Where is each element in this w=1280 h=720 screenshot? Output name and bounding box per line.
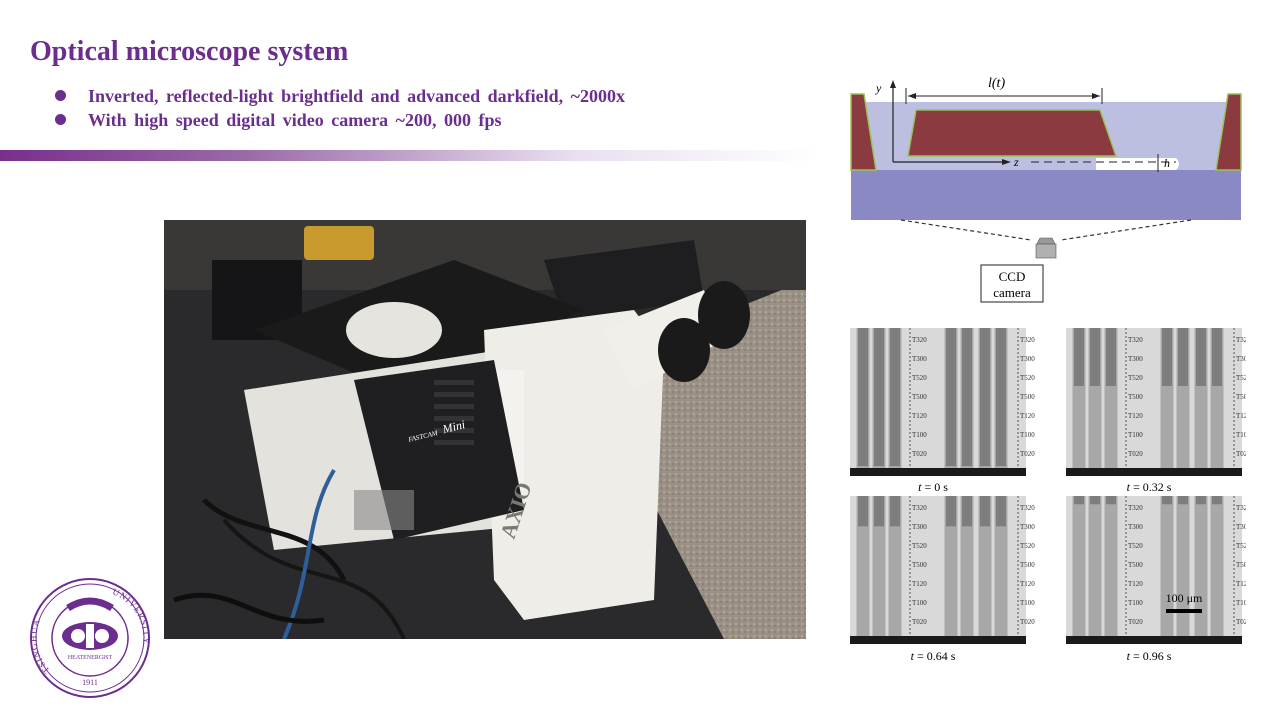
svg-text:T100: T100: [1020, 431, 1035, 439]
svg-text:T020: T020: [1128, 618, 1143, 626]
svg-text:T120: T120: [1128, 580, 1143, 588]
svg-text:T320: T320: [912, 504, 927, 512]
time-label-3: t = 0.96 s: [1127, 649, 1172, 663]
svg-text:T500: T500: [1128, 393, 1143, 401]
svg-text:T300: T300: [912, 355, 927, 363]
svg-text:T500: T500: [1236, 393, 1246, 401]
svg-text:T020: T020: [912, 450, 927, 458]
svg-text:T020: T020: [1128, 450, 1143, 458]
svg-text:T300: T300: [1020, 523, 1035, 531]
logo-emblem-icon: [62, 622, 118, 650]
svg-text:T120: T120: [1236, 412, 1246, 420]
svg-text:T520: T520: [1020, 542, 1035, 550]
svg-text:T120: T120: [912, 580, 927, 588]
scale-bar-label: 100 μm: [1166, 591, 1203, 605]
bullet-text: With high speed digital video camera ~20…: [88, 110, 502, 130]
frame-sequence: T320T300T520T500T120T100T020T320T300T520…: [850, 328, 1246, 663]
title-divider: [0, 150, 820, 161]
svg-text:T520: T520: [912, 542, 927, 550]
bullet-dot-icon: [55, 90, 66, 101]
svg-text:T500: T500: [912, 561, 927, 569]
svg-text:T300: T300: [1236, 355, 1246, 363]
svg-text:T520: T520: [1128, 374, 1143, 382]
svg-text:T320: T320: [1128, 504, 1143, 512]
svg-text:T300: T300: [1128, 523, 1143, 531]
bullet-item: With high speed digital video camera ~20…: [55, 108, 625, 132]
svg-text:T120: T120: [1020, 580, 1035, 588]
svg-text:T520: T520: [912, 374, 927, 382]
scale-bar: [1166, 609, 1202, 613]
svg-text:T100: T100: [1236, 599, 1246, 607]
svg-text:T320: T320: [912, 336, 927, 344]
svg-text:T020: T020: [1020, 618, 1035, 626]
svg-text:T500: T500: [1020, 393, 1035, 401]
svg-text:T020: T020: [1236, 450, 1246, 458]
microscope-photo: FASTCAM Mini AXIO: [164, 220, 806, 639]
svg-text:T520: T520: [1236, 374, 1246, 382]
university-logo: TSINGHUA UNIVERSITY HEATENERGIST 1911: [29, 578, 150, 698]
svg-text:T100: T100: [912, 599, 927, 607]
svg-text:T520: T520: [1020, 374, 1035, 382]
ccd-label: CCD: [999, 269, 1026, 284]
svg-text:T500: T500: [1020, 561, 1035, 569]
svg-text:T320: T320: [1020, 336, 1035, 344]
time-label-0: t = 0 s: [918, 480, 948, 494]
svg-text:T120: T120: [1020, 412, 1035, 420]
svg-text:T100: T100: [1128, 431, 1143, 439]
time-label-1: t = 0.32 s: [1127, 480, 1172, 494]
svg-text:T120: T120: [1236, 580, 1246, 588]
svg-text:T020: T020: [912, 618, 927, 626]
bullet-list: Inverted, reflected-light brightfield an…: [55, 84, 625, 132]
slide-title: Optical microscope system: [30, 36, 349, 67]
camera-model-label: Mini: [440, 417, 466, 436]
svg-text:T300: T300: [1236, 523, 1246, 531]
svg-text:T320: T320: [1236, 504, 1246, 512]
axis-z-label: z: [1013, 155, 1019, 169]
svg-text:T320: T320: [1236, 336, 1246, 344]
svg-text:T320: T320: [1020, 504, 1035, 512]
svg-text:T100: T100: [1128, 599, 1143, 607]
svg-text:T020: T020: [1236, 618, 1246, 626]
svg-text:T120: T120: [1128, 412, 1143, 420]
svg-text:T300: T300: [912, 523, 927, 531]
svg-text:T300: T300: [1128, 355, 1143, 363]
svg-text:T500: T500: [1128, 561, 1143, 569]
camera-label: camera: [993, 285, 1031, 300]
svg-text:T520: T520: [1236, 542, 1246, 550]
logo-text: HEATENERGIST: [68, 655, 113, 661]
length-label: l(t): [988, 76, 1005, 91]
svg-text:T300: T300: [1020, 355, 1035, 363]
liquid-column-schematic: y z l(t) h CCD camera: [850, 76, 1242, 303]
svg-text:T520: T520: [1128, 542, 1143, 550]
svg-text:T500: T500: [912, 393, 927, 401]
time-label-2: t = 0.64 s: [911, 649, 956, 663]
svg-text:T500: T500: [1236, 561, 1246, 569]
axis-y-label: y: [875, 81, 882, 95]
svg-text:T100: T100: [1020, 599, 1035, 607]
height-label: h: [1164, 156, 1170, 170]
bullet-dot-icon: [55, 114, 66, 125]
svg-text:T100: T100: [1236, 431, 1246, 439]
bullet-item: Inverted, reflected-light brightfield an…: [55, 84, 625, 108]
svg-text:T320: T320: [1128, 336, 1143, 344]
svg-text:T120: T120: [912, 412, 927, 420]
logo-year: 1911: [82, 678, 98, 687]
bullet-text: Inverted, reflected-light brightfield an…: [88, 86, 626, 106]
svg-text:T100: T100: [912, 431, 927, 439]
svg-text:T020: T020: [1020, 450, 1035, 458]
